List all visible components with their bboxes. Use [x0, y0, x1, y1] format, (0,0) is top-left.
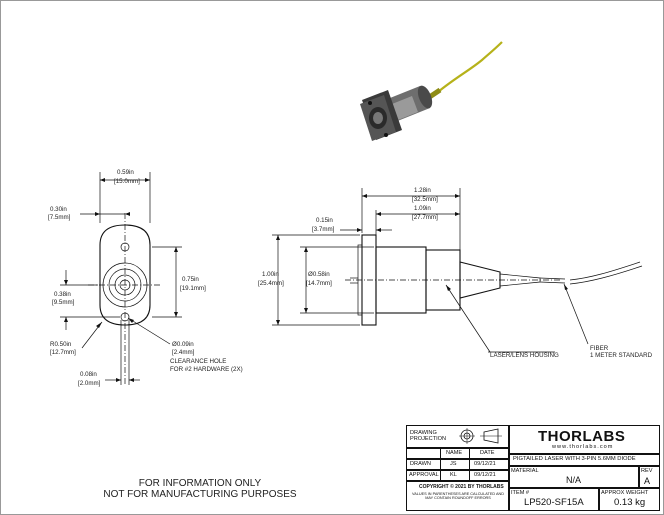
disclaimer-line-2: NOT FOR MANUFACTURING PURPOSES [103, 489, 297, 500]
approval-label: APPROVAL [409, 472, 439, 478]
side-height-mm: [25.4mm] [258, 280, 284, 287]
front-hole-note-1: CLEARANCE HOLE [170, 358, 226, 365]
front-offset-mm: [2.0mm] [78, 380, 101, 387]
product-render [360, 41, 503, 141]
front-halfwidth-in: 0.30in [50, 206, 67, 213]
front-halfwidth-mm: [7.5mm] [48, 214, 71, 221]
approval-date: 09/12/21 [474, 472, 496, 478]
material-cell [508, 465, 640, 489]
item-value: LP520-SF15A [524, 497, 584, 508]
weight-value: 0.13 kg [614, 497, 646, 508]
values-note: VALUES IN PARENTHESES ARE CALCULATED AND… [412, 492, 504, 501]
front-width-in: 0.59in [117, 169, 134, 176]
side-height-in: 1.00in [262, 271, 279, 278]
side-flange-in: 0.15in [316, 217, 333, 224]
item-label: ITEM # [511, 490, 530, 496]
side-flange-mm: [3.7mm] [312, 226, 335, 233]
front-height-in: 0.75in [182, 276, 199, 283]
weight-label: APPROX WEIGHT [601, 490, 649, 496]
side-dia-mm: [14.7mm] [306, 280, 332, 287]
housing-label: LASER/LENS HOUSING [490, 352, 559, 359]
rev-value: A [644, 476, 651, 486]
copyright-cell [406, 480, 510, 511]
logo-cell [508, 425, 660, 455]
description-cell [508, 453, 660, 467]
website: www.thorlabs.com [552, 444, 614, 450]
side-view: 1.28in [32.5mm] 1.09in [27.7mm] 0.15in [… [258, 187, 653, 359]
side-overall-in: 1.28in [414, 187, 431, 194]
name-header-cell [440, 447, 470, 460]
rev-cell [638, 465, 660, 489]
drawn-name: JS [450, 461, 457, 467]
front-width-mm: [15.0mm] [114, 178, 140, 185]
name-header: NAME [446, 450, 463, 456]
description: PIGTAILED LASER WITH 3-PIN 5.6MM DIODE [513, 456, 636, 462]
drawn-label: DRAWN [410, 461, 431, 467]
thorlabs-logo: THORLABS [538, 428, 626, 445]
date-header: DATE [480, 450, 495, 456]
fiber-label-1: FIBER [590, 345, 609, 352]
side-overall-mm: [32.5mm] [412, 196, 438, 203]
approval-name: KL [450, 472, 457, 478]
front-hole-note-2: FOR #2 HARDWARE (2X) [170, 366, 243, 373]
material-value: N/A [566, 475, 582, 485]
rev-label: REV [641, 468, 653, 474]
front-radius-mm: [12.7mm] [50, 349, 76, 356]
front-hole-in: Ø0.09in [172, 341, 194, 348]
front-view: 0.59in [15.0mm] 0.30in [7.5mm] 0.75in [1… [48, 169, 243, 387]
fiber-label-2: 1 METER STANDARD [590, 352, 653, 359]
front-centerheight-mm: [9.5mm] [52, 299, 75, 306]
front-hole-mm: [2.4mm] [172, 349, 195, 356]
drawn-date: 09/12/21 [474, 461, 496, 467]
drawn-name-cell [440, 458, 470, 471]
side-body-mm: [27.7mm] [412, 214, 438, 221]
material-label: MATERIAL [511, 468, 539, 474]
projection-label-1: DRAWING [410, 430, 437, 436]
projection-cell [406, 425, 510, 449]
front-offset-in: 0.08in [80, 371, 97, 378]
projection-symbol-icon [459, 428, 502, 444]
front-centerheight-in: 0.38in [54, 291, 71, 298]
side-body-in: 1.09in [414, 205, 431, 212]
front-height-mm: [19.1mm] [180, 285, 206, 292]
item-cell [508, 487, 600, 511]
front-radius-in: R0.50in [50, 341, 72, 348]
approval-name-cell [440, 469, 470, 482]
side-dia-in: Ø0.58in [308, 271, 330, 278]
projection-label-2: PROJECTION [410, 436, 447, 442]
disclaimer-line-1: FOR INFORMATION ONLY [138, 478, 262, 489]
copyright-text: COPYRIGHT © 2021 BY THORLABS [419, 484, 504, 490]
weight-cell [598, 487, 660, 511]
